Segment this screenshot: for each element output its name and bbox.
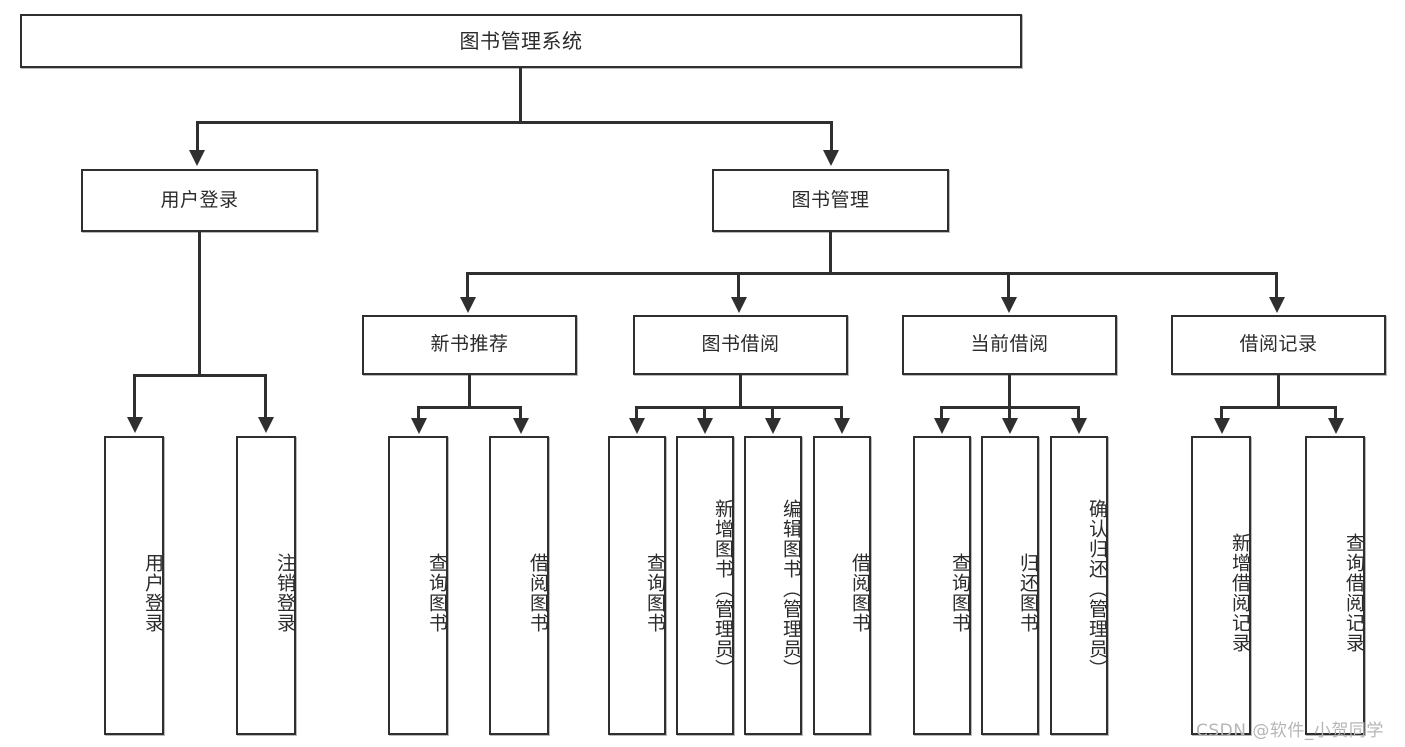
connector-book-borrow-stem — [739, 375, 742, 408]
connector-new-book-stem — [468, 375, 471, 408]
arrow-current-borrow-leaf3 — [1071, 418, 1087, 434]
arrow-current-borrow-leaf2 — [1002, 418, 1018, 434]
connector-new-book-leaf2 — [519, 406, 522, 420]
connector-borrow-record-leaf2 — [1334, 406, 1337, 420]
arrow-new-book-leaf2 — [513, 418, 529, 434]
node-borrow-record[interactable]: 借阅记录 — [1171, 315, 1386, 375]
connector-new-book-leaf1 — [417, 406, 420, 420]
node-user-login[interactable]: 用户登录 — [81, 169, 318, 232]
arrow-user-login-leaf2 — [258, 417, 274, 433]
connector-book-borrow-leaf2 — [703, 406, 706, 420]
connector-user-login-bar — [133, 374, 267, 377]
connector-book-manage-bar — [466, 272, 1278, 275]
connector-root-to-user-login — [196, 121, 199, 153]
arrow-current-borrow-leaf1 — [934, 418, 950, 434]
connector-borrow-record-stem — [1277, 375, 1280, 408]
connector-user-login-leaf1 — [133, 374, 136, 419]
arrow-book-borrow-leaf4 — [834, 418, 850, 434]
arrow-book-borrow-leaf3 — [765, 418, 781, 434]
node-book-borrow[interactable]: 图书借阅 — [633, 315, 848, 375]
leaf-current-borrow-query[interactable]: 查询图书 — [913, 436, 971, 735]
connector-root-to-book-manage — [830, 121, 833, 153]
connector-borrow-record-leaf1 — [1220, 406, 1223, 420]
arrow-root-to-book-manage — [823, 150, 839, 166]
connector-book-manage-stem — [829, 232, 832, 274]
leaf-book-borrow-edit[interactable]: 编辑图书（管理员） — [744, 436, 802, 735]
connector-book-manage-c2 — [737, 272, 740, 299]
leaf-current-borrow-return[interactable]: 归还图书 — [981, 436, 1039, 735]
connector-new-book-bar — [417, 406, 522, 409]
leaf-user-login-logout[interactable]: 注销登录 — [236, 436, 296, 735]
arrow-book-manage-c4 — [1269, 297, 1285, 313]
connector-book-manage-c1 — [466, 272, 469, 299]
leaf-new-book-borrow[interactable]: 借阅图书 — [489, 436, 549, 735]
arrow-book-manage-c2 — [731, 297, 747, 313]
connector-book-borrow-bar — [635, 406, 843, 409]
csdn-watermark: CSDN @软件_小贺同学 — [1196, 721, 1384, 741]
connector-current-borrow-leaf1 — [940, 406, 943, 420]
connector-book-manage-c4 — [1275, 272, 1278, 299]
connector-book-borrow-leaf1 — [635, 406, 638, 420]
node-current-borrow[interactable]: 当前借阅 — [902, 315, 1117, 375]
leaf-book-borrow-add[interactable]: 新增图书（管理员） — [676, 436, 734, 735]
connector-book-borrow-leaf3 — [771, 406, 774, 420]
leaf-book-borrow-borrow[interactable]: 借阅图书 — [813, 436, 871, 735]
connector-current-borrow-stem — [1008, 375, 1011, 408]
arrow-book-borrow-leaf1 — [629, 418, 645, 434]
connector-root-bar — [196, 121, 833, 124]
node-new-book-recommend[interactable]: 新书推荐 — [362, 315, 577, 375]
connector-borrow-record-bar — [1220, 406, 1337, 409]
arrow-book-manage-c1 — [460, 297, 476, 313]
leaf-borrow-record-add[interactable]: 新增借阅记录 — [1191, 436, 1251, 735]
leaf-borrow-record-query[interactable]: 查询借阅记录 — [1305, 436, 1365, 735]
node-root-system[interactable]: 图书管理系统 — [20, 14, 1022, 68]
connector-book-borrow-leaf4 — [840, 406, 843, 420]
leaf-user-login-login[interactable]: 用户登录 — [104, 436, 164, 735]
connector-book-manage-c3 — [1007, 272, 1010, 299]
arrow-root-to-user-login — [189, 150, 205, 166]
arrow-borrow-record-leaf2 — [1328, 418, 1344, 434]
leaf-new-book-query[interactable]: 查询图书 — [388, 436, 448, 735]
arrow-book-manage-c3 — [1001, 297, 1017, 313]
leaf-current-borrow-confirm[interactable]: 确认归还（管理员） — [1050, 436, 1108, 735]
connector-root-stem — [519, 68, 522, 122]
arrow-borrow-record-leaf1 — [1214, 418, 1230, 434]
connector-current-borrow-leaf2 — [1008, 406, 1011, 420]
arrow-book-borrow-leaf2 — [697, 418, 713, 434]
arrow-user-login-leaf1 — [127, 417, 143, 433]
node-book-management[interactable]: 图书管理 — [712, 169, 949, 232]
connector-user-login-stem — [198, 232, 201, 376]
leaf-book-borrow-query[interactable]: 查询图书 — [608, 436, 666, 735]
connector-current-borrow-leaf3 — [1077, 406, 1080, 420]
arrow-new-book-leaf1 — [411, 418, 427, 434]
connector-user-login-leaf2 — [264, 374, 267, 419]
